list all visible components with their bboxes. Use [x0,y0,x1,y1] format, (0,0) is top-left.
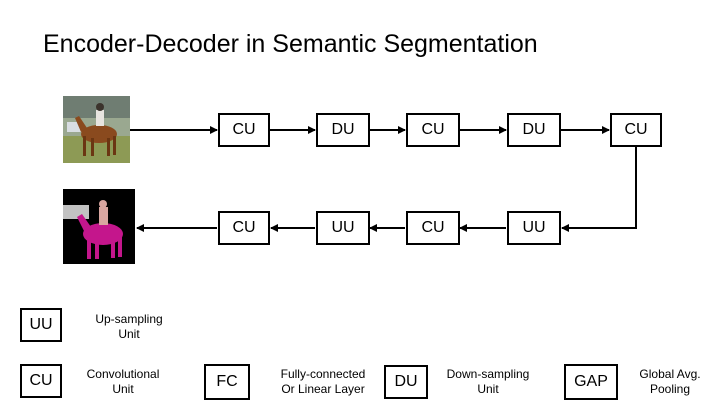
arrow-bridge [561,147,637,232]
legend-cu-box: CU [20,364,62,398]
legend-fc-line2: Or Linear Layer [281,382,365,396]
encoder-down-unit-2: DU [507,113,561,147]
diagram-title: Encoder-Decoder in Semantic Segmentation [43,30,538,58]
legend-fc-desc: Fully-connected Or Linear Layer [271,367,375,397]
legend-gap-box: GAP [564,364,618,400]
legend-cu-desc: Convolutional Unit [77,367,169,397]
legend-du-desc: Down-sampling Unit [438,367,538,397]
decoder-conv-unit-2: CU [218,211,270,245]
segmentation-output-image [63,189,135,264]
legend-uu-box: UU [20,308,62,342]
legend-du-line1: Down-sampling [446,367,530,381]
encoder-conv-unit-1: CU [218,113,270,147]
legend-gap-desc: Global Avg. Pooling [630,367,710,397]
decoder-up-unit-2: UU [316,211,370,245]
legend-uu-line2: Unit [118,327,140,341]
legend-gap-line1: Global Avg. [639,367,701,381]
legend-uu-line1: Up-sampling [95,312,163,326]
encoder-conv-unit-2: CU [406,113,460,147]
legend-fc-line1: Fully-connected [280,367,366,381]
encoder-conv-unit-3: CU [610,113,662,147]
legend-uu-desc: Up-sampling Unit [84,312,174,342]
encoder-down-unit-1: DU [316,113,370,147]
legend-cu-line2: Unit [112,382,134,396]
decoder-conv-unit-1: CU [406,211,460,245]
legend-du-line2: Unit [477,382,499,396]
decoder-up-unit-1: UU [507,211,561,245]
legend-fc-box: FC [204,364,250,400]
legend-du-box: DU [384,365,428,399]
input-image [63,96,130,163]
legend-cu-line1: Convolutional [86,367,160,381]
legend-gap-line2: Pooling [649,382,691,396]
